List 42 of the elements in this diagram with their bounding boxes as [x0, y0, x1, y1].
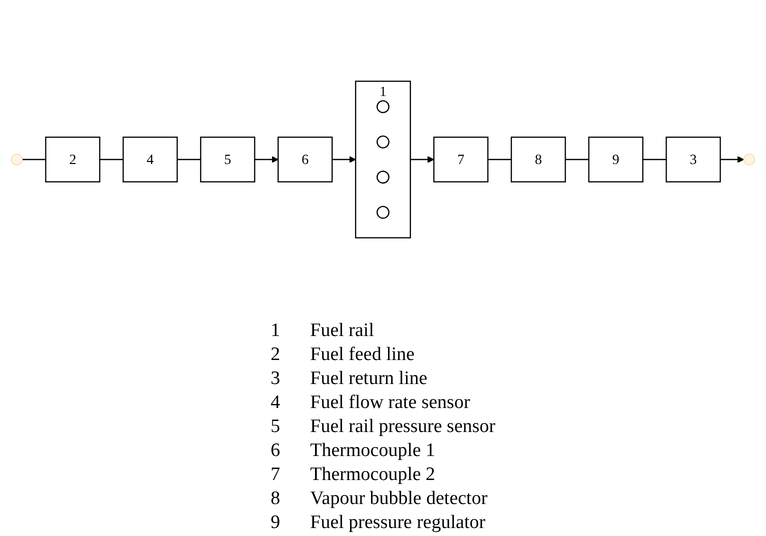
cluster: [355, 81, 411, 239]
part-name: Fuel rail: [310, 320, 375, 342]
connector: [488, 159, 512, 161]
arrow: [332, 156, 356, 164]
part-name: Fuel feed line: [310, 344, 416, 366]
callout-number: 6: [270, 440, 280, 462]
node-circle: [376, 206, 390, 220]
node-box: [45, 137, 100, 183]
node-box: [510, 137, 566, 183]
callout-number: 8: [270, 488, 280, 510]
node-box: [278, 137, 333, 183]
connector: [642, 159, 666, 161]
part-name: Thermocouple 2: [310, 464, 436, 486]
connector: [22, 159, 46, 161]
callout-number: 1: [270, 320, 280, 342]
node-box: [588, 137, 644, 183]
part-name: Fuel rail pressure sensor: [310, 416, 496, 438]
node-box: [666, 137, 721, 183]
callout-number: 4: [270, 392, 280, 414]
connector: [565, 159, 589, 161]
callout-number: 3: [270, 368, 280, 390]
arrow: [254, 156, 278, 164]
part-name: Fuel flow rate sensor: [310, 392, 472, 414]
node-circle: [376, 100, 390, 114]
flow-diagram: 1 2 4 5 6 7 8 9 3: [5, 75, 761, 245]
node-box: [122, 137, 178, 183]
callout-number: 2: [270, 344, 280, 366]
node-circle: [376, 136, 390, 149]
connector: [100, 159, 124, 161]
connector: [177, 159, 201, 161]
callout-number: 7: [270, 464, 280, 486]
callout-number: 9: [270, 512, 280, 534]
part-name: Vapour bubble detector: [310, 488, 488, 510]
arrow: [410, 156, 434, 164]
part-name: Fuel pressure regulator: [310, 512, 486, 534]
node-circle: [376, 171, 390, 184]
node-box: [433, 137, 488, 183]
part-name: Thermocouple 1: [310, 440, 436, 462]
part-name: Fuel return line: [310, 368, 428, 390]
node-box: [200, 137, 256, 183]
arrow: [720, 156, 744, 164]
callout-number: 5: [270, 416, 280, 438]
